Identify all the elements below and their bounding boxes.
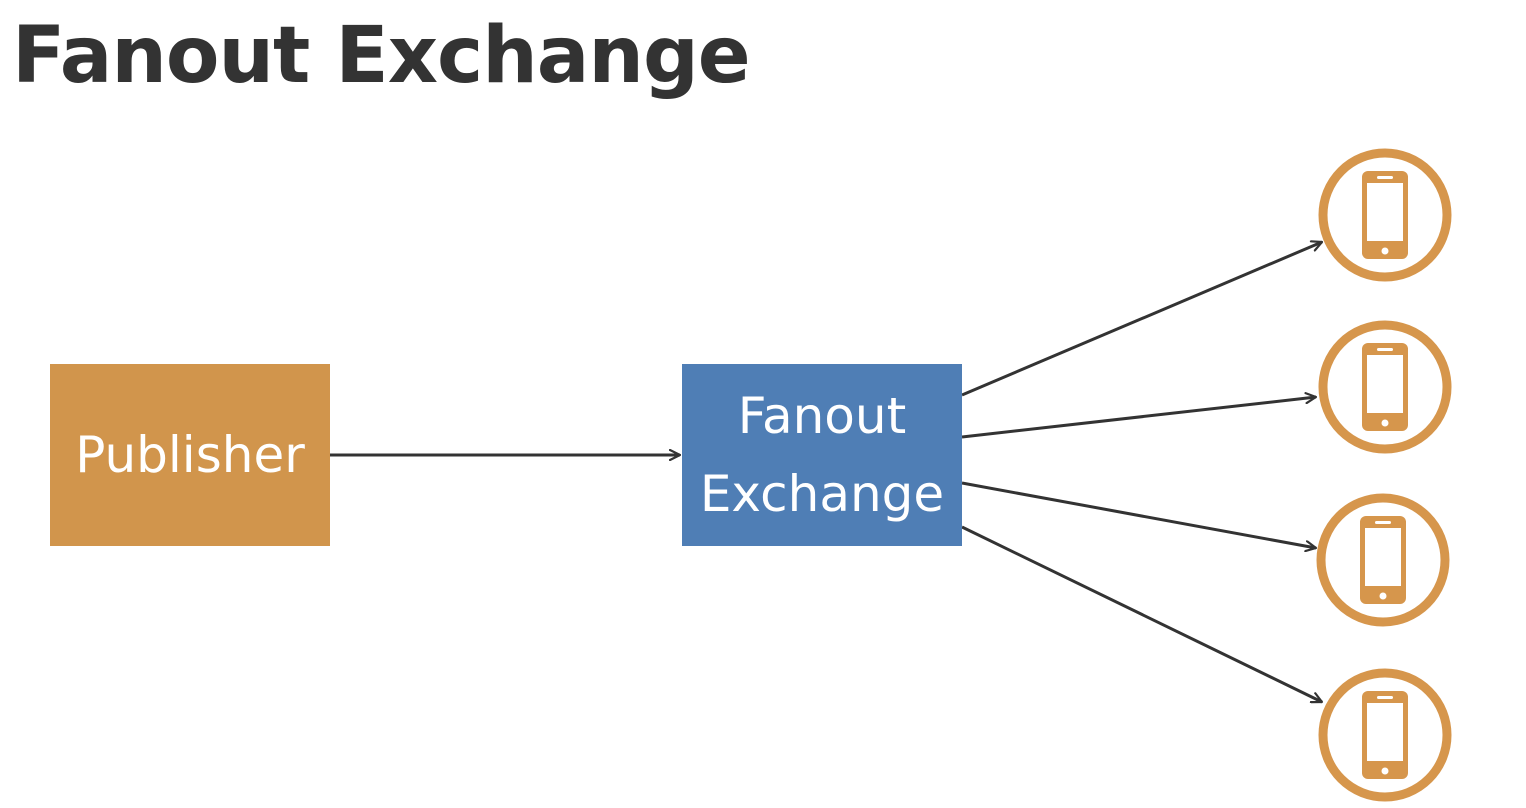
mobile-phone-icon — [1360, 516, 1406, 604]
exchange-label-line1: Fanout — [737, 387, 907, 445]
arrow-exchange-to-consumer-4 — [961, 525, 1322, 704]
arrow-exchange-to-consumer-3 — [961, 481, 1316, 548]
consumer-node-4 — [1318, 668, 1452, 802]
consumer-node-3 — [1316, 493, 1450, 627]
publisher-node: Publisher — [50, 364, 330, 546]
publisher-label: Publisher — [75, 426, 305, 484]
arrow-exchange-to-consumer-1 — [961, 242, 1322, 397]
fanout-exchange-node: Fanout Exchange — [682, 364, 962, 546]
slide-title: Fanout Exchange — [12, 11, 751, 101]
arrow-exchange-to-consumer-2 — [961, 397, 1316, 439]
mobile-phone-icon — [1362, 343, 1408, 431]
exchange-label-line2: Exchange — [699, 465, 945, 523]
mobile-phone-icon — [1362, 171, 1408, 259]
mobile-phone-icon — [1362, 691, 1408, 779]
consumer-node-1 — [1318, 148, 1452, 282]
consumer-node-2 — [1318, 320, 1452, 454]
